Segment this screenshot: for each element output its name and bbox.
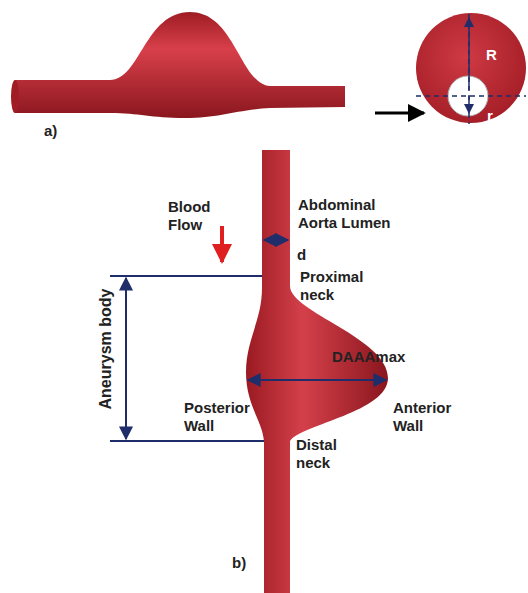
dimension-label: DAAAmax bbox=[332, 348, 405, 366]
dimension-label: d bbox=[297, 246, 306, 264]
flow-label: Blood Flow bbox=[168, 198, 218, 234]
part-label: Anterior Wall bbox=[393, 399, 473, 435]
radius-label: R bbox=[486, 46, 497, 64]
radius-label: r bbox=[487, 107, 493, 125]
part-label: Posterior Wall bbox=[184, 399, 254, 435]
dimension-label: Aneurysm body bbox=[97, 289, 115, 410]
figure-tag: a) bbox=[44, 122, 57, 140]
part-label: Proximal neck bbox=[300, 268, 380, 304]
part-label: Distal neck bbox=[296, 436, 366, 472]
figure-tag: b) bbox=[232, 554, 246, 572]
lumen-label: Abdominal Aorta Lumen bbox=[298, 196, 418, 232]
